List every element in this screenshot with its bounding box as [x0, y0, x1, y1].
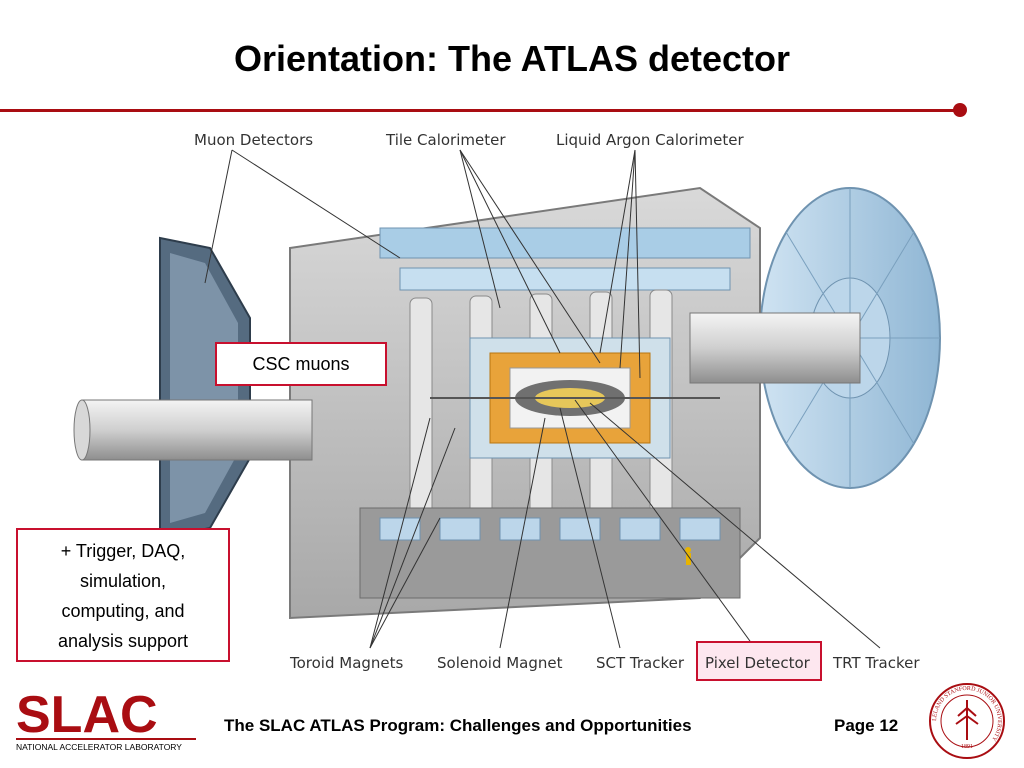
- trigger-line-1: + Trigger, DAQ,: [60, 541, 186, 561]
- person-figure: [685, 547, 691, 565]
- label-trt-tracker: TRT Tracker: [833, 654, 920, 672]
- csc-muons-callout: CSC muons: [215, 342, 387, 386]
- atlas-detector-illustration: [73, 149, 941, 649]
- title-rule: [0, 109, 960, 112]
- seal-year: 1891: [961, 744, 973, 750]
- label-pixel-detector: Pixel Detector: [705, 654, 810, 672]
- label-tile-calorimeter: Tile Calorimeter: [386, 131, 506, 149]
- footer-program-title: The SLAC ATLAS Program: Challenges and O…: [224, 716, 692, 735]
- leader-lines: [204, 149, 881, 649]
- label-solenoid-magnet: Solenoid Magnet: [437, 654, 563, 672]
- beam-pipe: [73, 312, 861, 461]
- label-muon-detectors: Muon Detectors: [194, 131, 314, 149]
- tree-icon: [955, 700, 979, 740]
- label-sct-tracker: SCT Tracker: [596, 654, 685, 672]
- trigger-line-3: computing, and: [61, 601, 185, 621]
- trigger-line-4: analysis support: [57, 631, 189, 651]
- trigger-line-2: simulation,: [79, 571, 167, 591]
- label-liquid-argon-calorimeter: Liquid Argon Calorimeter: [556, 131, 744, 149]
- label-toroid-magnets: Toroid Magnets: [290, 654, 404, 672]
- slac-logo: SLAC NATIONAL ACCELERATOR LABORATORY: [16, 686, 196, 752]
- pixel-detector-highlight: [696, 641, 822, 681]
- stanford-seal: LELAND STANFORD JUNIOR UNIVERSITY 1891: [929, 683, 1005, 759]
- title-rule-dot: [953, 103, 967, 117]
- slac-subtitle: NATIONAL ACCELERATOR LABORATORY: [16, 742, 182, 752]
- slac-wordmark: SLAC: [16, 686, 158, 744]
- trigger-daq-callout: + Trigger, DAQ, simulation, computing, a…: [16, 528, 230, 662]
- inner-detector: [430, 337, 720, 459]
- slide-title: Orientation: The ATLAS detector: [233, 38, 790, 79]
- footer-page-number: Page 12: [834, 716, 899, 735]
